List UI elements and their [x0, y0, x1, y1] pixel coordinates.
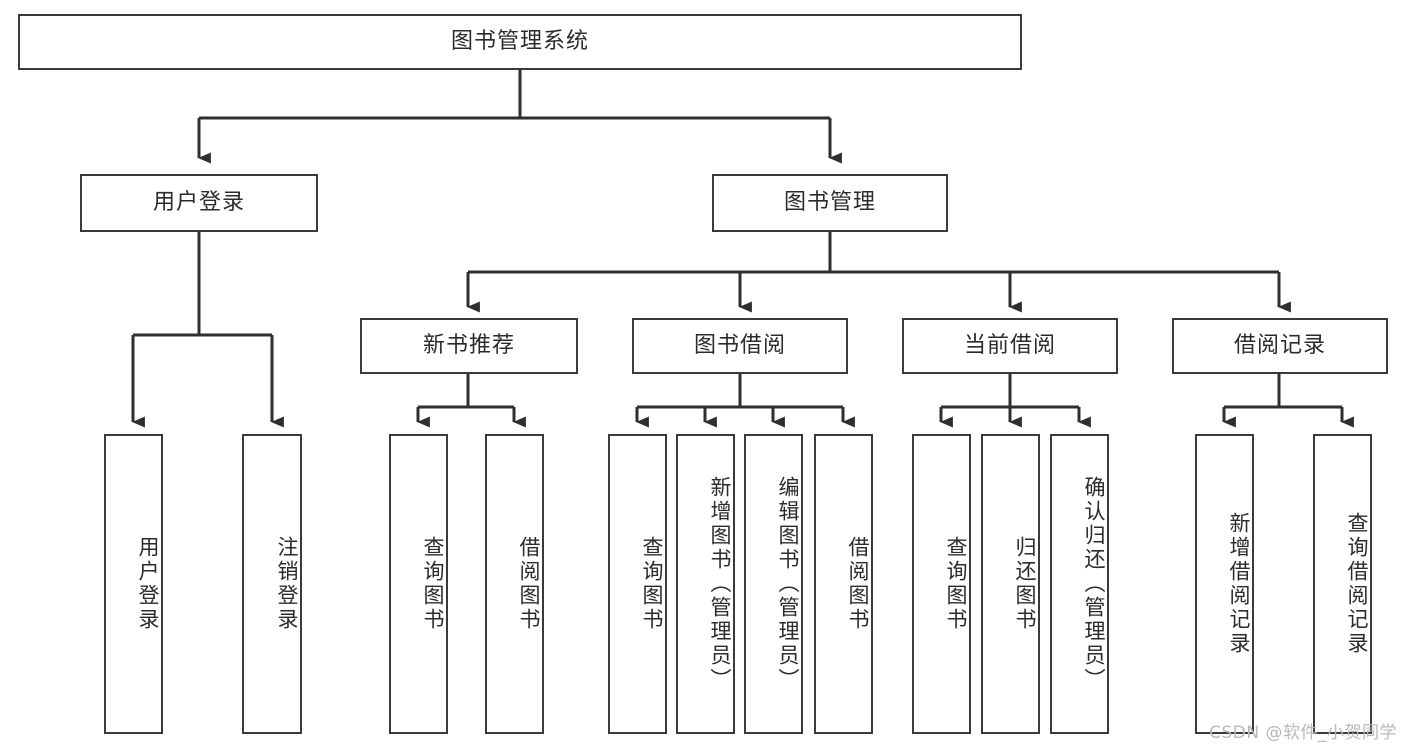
- node-root-system[interactable]: 图书管理系统: [18, 14, 1022, 70]
- node-new-book-recommend[interactable]: 新书推荐: [360, 318, 578, 374]
- leaf-label: 用户登录: [136, 536, 160, 632]
- leaf-label: 查询借阅记录: [1345, 512, 1369, 656]
- leaf-confirm-return-admin[interactable]: 确认归还（管理员）: [1050, 434, 1109, 734]
- leaf-label: 借阅图书: [517, 536, 541, 632]
- leaf-borrow-book-borrow[interactable]: 借阅图书: [814, 434, 873, 734]
- node-user-login[interactable]: 用户登录: [80, 174, 318, 232]
- leaf-label: 归还图书: [1013, 536, 1037, 632]
- leaf-label: 查询图书: [944, 536, 968, 632]
- leaf-label: 查询图书: [640, 536, 664, 632]
- leaf-add-book-admin[interactable]: 新增图书（管理员）: [676, 434, 735, 734]
- node-book-borrow[interactable]: 图书借阅: [632, 318, 848, 374]
- leaf-return-book[interactable]: 归还图书: [981, 434, 1040, 734]
- leaf-label: 确认归还（管理员）: [1082, 476, 1106, 692]
- node-borrow-record[interactable]: 借阅记录: [1172, 318, 1388, 374]
- leaf-query-book-borrow[interactable]: 查询图书: [608, 434, 667, 734]
- leaf-query-borrow-record[interactable]: 查询借阅记录: [1313, 434, 1372, 734]
- node-book-manage[interactable]: 图书管理: [712, 174, 948, 232]
- leaf-edit-book-admin[interactable]: 编辑图书（管理员）: [744, 434, 803, 734]
- leaf-query-book-recommend[interactable]: 查询图书: [389, 434, 448, 734]
- leaf-label: 查询图书: [421, 536, 445, 632]
- leaf-label: 编辑图书（管理员）: [776, 476, 800, 692]
- leaf-user-login[interactable]: 用户登录: [104, 434, 163, 734]
- leaf-user-logout[interactable]: 注销登录: [242, 434, 302, 734]
- leaf-label: 借阅图书: [846, 536, 870, 632]
- leaf-add-borrow-record[interactable]: 新增借阅记录: [1195, 434, 1254, 734]
- leaf-label: 注销登录: [275, 536, 299, 632]
- csdn-watermark: CSDN @软件_小贺同学: [1209, 723, 1397, 743]
- leaf-borrow-book-recommend[interactable]: 借阅图书: [485, 434, 544, 734]
- leaf-query-book-current[interactable]: 查询图书: [912, 434, 971, 734]
- leaf-label: 新增借阅记录: [1227, 512, 1251, 656]
- node-current-borrow[interactable]: 当前借阅: [902, 318, 1118, 374]
- leaf-label: 新增图书（管理员）: [708, 476, 732, 692]
